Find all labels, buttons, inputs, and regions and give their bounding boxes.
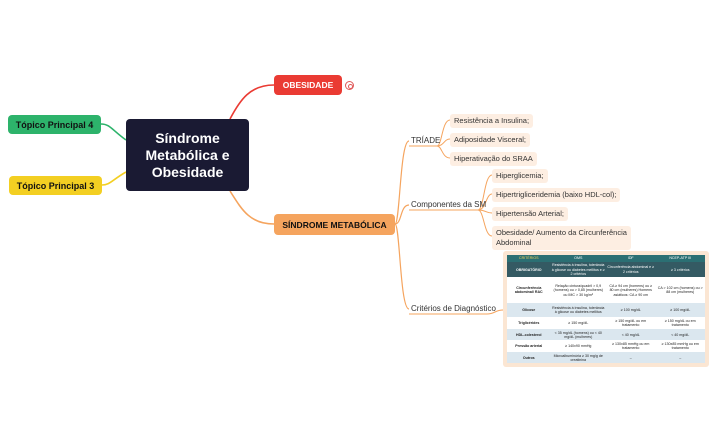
table-cell: Resistência à insulina, tolerância à gli… — [550, 262, 606, 278]
table-cell: OBRIGATÓRIO — [507, 262, 551, 278]
table-cell: Relação cintura/quadril > 0,9 (homens) o… — [550, 277, 606, 304]
obesidade-label: OBESIDADE — [282, 80, 334, 90]
table-cell: Circunferência abdominal e ≥ 2 critérios — [605, 262, 656, 278]
criterios-table: CRITÉRIOS OMS IDF NCEP-ATP III OBRIGATÓR… — [507, 255, 705, 364]
table-header-cell: OMS — [550, 255, 606, 263]
table-cell: ≥ 150 mg/dL — [550, 317, 606, 330]
table-cell: Glicose — [507, 303, 551, 318]
topic-4-label: Tópico Principal 4 — [15, 119, 94, 130]
target-icon[interactable] — [345, 81, 354, 90]
obesidade-node[interactable]: OBESIDADE — [274, 75, 342, 95]
leaf-obesidade-circunferencia[interactable]: Obesidade/ Aumento da Circunferência Abd… — [492, 226, 631, 250]
table-cell: – — [605, 352, 656, 364]
table-cell: CA > 102 cm (homens) ou > 88 cm (mulhere… — [655, 277, 705, 304]
leaf-resistencia-insulina[interactable]: Resistência a Insulina; — [450, 114, 534, 128]
leaf-adiposidade-visceral[interactable]: Adiposidade Visceral; — [450, 133, 530, 147]
table-cell: ≥ 3 critérios — [655, 262, 705, 278]
table-header-cell: IDF — [605, 255, 656, 263]
table-row-obrigatorio: OBRIGATÓRIO Resistência à insulina, tole… — [507, 262, 705, 278]
componentes-node[interactable]: Componentes da SM — [411, 200, 487, 209]
table-row: Outros Microalbuminúria ≥ 30 mg/g de cre… — [507, 352, 705, 364]
topic-principal-4[interactable]: Tópico Principal 4 — [8, 115, 101, 134]
table-cell: ≥ 150 mg/dL ou em tratamento — [655, 317, 705, 330]
table-cell: Triglicérides — [507, 317, 551, 330]
table-cell: ≥ 150 mg/dL ou em tratamento — [605, 317, 656, 330]
sindrome-metabolica-node[interactable]: SÍNDROME METABÓLICA — [274, 214, 395, 235]
table-row: Triglicérides ≥ 150 mg/dL ≥ 150 mg/dL ou… — [507, 317, 705, 330]
table-header-row: CRITÉRIOS OMS IDF NCEP-ATP III — [507, 255, 705, 263]
table-cell: Microalbuminúria ≥ 30 mg/g de creatinina — [550, 352, 606, 364]
leaf-obesidade-line-2: Abdominal — [496, 238, 532, 247]
leaf-hipertensao-arterial[interactable]: Hipertensão Arterial; — [492, 207, 568, 221]
topic-principal-3[interactable]: Tópico Principal 3 — [9, 176, 102, 195]
table-cell: < 40 mg/dL — [655, 329, 705, 341]
table-cell: ≥ 130x85 mmHg ou em tratamento — [605, 340, 656, 353]
central-line-1: Síndrome — [155, 129, 220, 146]
table-cell: Outros — [507, 352, 551, 364]
table-cell: ≥ 100 mg/dL — [655, 303, 705, 318]
table-header-cell: NCEP-ATP III — [655, 255, 705, 263]
central-line-3: Obesidade — [151, 163, 224, 180]
table-row: Pressão arterial ≥ 140x90 mmHg ≥ 130x85 … — [507, 340, 705, 353]
central-line-2: Metabólica e — [145, 146, 230, 163]
criterios-table-image[interactable]: CRITÉRIOS OMS IDF NCEP-ATP III OBRIGATÓR… — [503, 251, 709, 367]
table-cell: – — [655, 352, 705, 364]
table-cell: < 40 mg/dL — [605, 329, 656, 341]
table-cell: CA ≥ 94 cm (homens) ou ≥ 80 cm (mulheres… — [605, 277, 656, 304]
table-row: HDL-colesterol < 35 mg/dL (homens) ou < … — [507, 329, 705, 341]
table-cell: Circunferência abdominal/ RAC — [507, 277, 551, 304]
table-cell: ≥ 130x85 mmHg ou em tratamento — [655, 340, 705, 353]
table-cell: < 35 mg/dL (homens) ou < 40 mg/dL (mulhe… — [550, 329, 606, 341]
triade-node[interactable]: TRÍADE — [411, 136, 441, 145]
table-cell: HDL-colesterol — [507, 329, 551, 341]
table-cell: ≥ 100 mg/dL — [605, 303, 656, 318]
leaf-hiperglicemia[interactable]: Hiperglicemia; — [492, 169, 548, 183]
central-topic[interactable]: Síndrome Metabólica e Obesidade — [126, 119, 249, 191]
criterios-node[interactable]: Critérios de Diagnóstico — [411, 304, 496, 313]
leaf-hiperativacao-sraa[interactable]: Hiperativação do SRAA — [450, 152, 537, 166]
table-cell: Pressão arterial — [507, 340, 551, 353]
table-header-cell: CRITÉRIOS — [507, 255, 551, 263]
table-cell: ≥ 140x90 mmHg — [550, 340, 606, 353]
table-row: Glicose Resistência à insulina, tolerânc… — [507, 303, 705, 318]
leaf-obesidade-line-1: Obesidade/ Aumento da Circunferência — [496, 228, 627, 237]
leaf-hipertrigliceridemia[interactable]: Hipertrigliceridemia (baixo HDL-col); — [492, 188, 621, 202]
table-row: Circunferência abdominal/ RAC Relação ci… — [507, 277, 705, 304]
table-cell: Resistência à insulina, tolerância à gli… — [550, 303, 606, 318]
topic-3-label: Tópico Principal 3 — [16, 180, 95, 191]
sm-label: SÍNDROME METABÓLICA — [282, 219, 387, 230]
